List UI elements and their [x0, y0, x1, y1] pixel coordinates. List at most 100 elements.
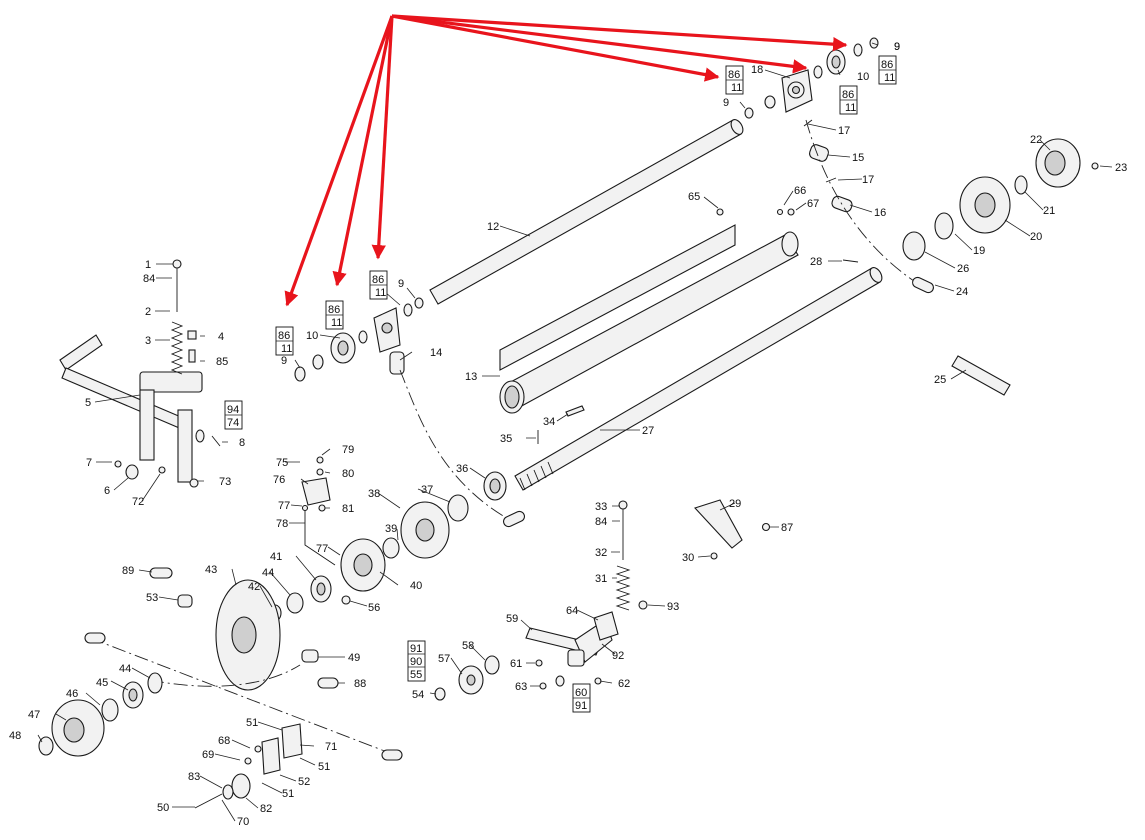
pin-17-b [825, 177, 837, 183]
red-arrow-to-bracket-18 [391, 14, 808, 74]
red-arrow-to-left-bearing [332, 15, 394, 287]
label-34: 34 [543, 416, 555, 428]
label-45: 45 [96, 677, 108, 689]
spring-3 [170, 321, 184, 375]
label-52: 52 [298, 776, 310, 788]
label-28: 28 [810, 256, 822, 268]
label-41: 41 [270, 551, 282, 563]
bracket-64 [593, 611, 619, 641]
chain-lower-loop [89, 637, 396, 756]
label-12: 12 [487, 221, 499, 233]
nut-93 [638, 600, 648, 610]
lever-5 [59, 334, 203, 483]
washer-86-left [312, 354, 324, 370]
chain-link-lower [503, 510, 525, 528]
label-35: 35 [500, 433, 512, 445]
label-48: 48 [9, 730, 21, 742]
label-11-right: 11 [884, 72, 895, 84]
label-63: 63 [515, 681, 527, 693]
key-28 [842, 259, 859, 263]
ring-44-upper [286, 592, 304, 614]
tube-13 [499, 224, 799, 414]
label-94: 94 [227, 404, 239, 416]
leader-lines [37, 42, 1113, 822]
label-15: 15 [852, 152, 864, 164]
bolt-61 [535, 659, 543, 667]
red-arrow-to-bracket-14 [371, 15, 394, 260]
bolt-69 [244, 757, 252, 765]
label-42: 42 [248, 581, 260, 593]
label-70: 70 [237, 816, 249, 828]
label-30: 30 [682, 552, 694, 564]
label-51-a: 51 [246, 717, 258, 729]
red-arrow-to-left-washer [284, 15, 394, 307]
ring-48 [38, 736, 54, 756]
label-21: 21 [1043, 205, 1055, 217]
label-20: 20 [1030, 231, 1042, 243]
label-23: 23 [1115, 162, 1127, 174]
bolts-65-67 [716, 208, 795, 216]
sprocket-57 [458, 665, 484, 695]
label-9-r2: 9 [894, 41, 900, 53]
label-86-mid: 86 [728, 69, 740, 81]
label-46: 46 [66, 688, 78, 700]
label-5: 5 [85, 397, 91, 409]
label-86-left: 86 [278, 330, 290, 342]
washer-72 [158, 466, 166, 474]
label-13: 13 [465, 371, 477, 383]
label-9-mid: 9 [723, 97, 729, 109]
label-44-lower: 44 [119, 663, 131, 675]
sprocket-38 [400, 501, 450, 559]
label-10-right: 10 [857, 71, 869, 83]
washer-83 [222, 784, 234, 800]
bracket-18 [781, 69, 813, 113]
label-92: 92 [612, 650, 624, 662]
nut-1 [172, 259, 182, 269]
bracket-29 [694, 499, 743, 549]
washer-9-left [294, 366, 306, 382]
label-51-c: 51 [282, 788, 294, 800]
label-91-b: 91 [575, 700, 587, 712]
label-9-right: 9 [894, 41, 900, 53]
washer-right-a [813, 65, 823, 79]
label-49: 49 [348, 652, 360, 664]
bearing-26 [902, 231, 926, 261]
label-43: 43 [205, 564, 217, 576]
bolt-30 [710, 552, 718, 560]
label-26: 26 [957, 263, 969, 275]
label-9-left: 9 [281, 355, 287, 367]
shaft-12 [429, 119, 744, 305]
hub-40 [340, 538, 386, 592]
label-2: 2 [145, 306, 151, 318]
rod-78 [304, 505, 336, 566]
bolt-50 [194, 793, 223, 809]
label-59: 59 [506, 613, 518, 625]
label-11-mid: 11 [731, 82, 742, 94]
washer-6 [125, 464, 139, 480]
washer-60 [555, 675, 565, 687]
nut-56 [341, 595, 351, 605]
washer-74 [195, 429, 205, 443]
bearing-10-right [826, 49, 846, 75]
label-8: 8 [239, 437, 245, 449]
label-37: 37 [421, 484, 433, 496]
nut-77 [301, 504, 309, 512]
bearing-10-left [330, 332, 356, 364]
pin-85 [188, 349, 196, 363]
label-72: 72 [132, 496, 144, 508]
bolt-68 [254, 745, 262, 753]
nut-73 [189, 478, 199, 488]
bolt-87 [761, 522, 771, 532]
chain-link-15 [809, 144, 829, 162]
label-11-r3: 11 [845, 102, 856, 114]
label-62: 62 [618, 678, 630, 690]
label-64: 64 [566, 605, 578, 617]
label-86-upper: 86 [372, 274, 384, 286]
label-7: 7 [86, 457, 92, 469]
label-36: 36 [456, 463, 468, 475]
flange-bearing-22 [1035, 138, 1099, 188]
washer-86-upper [403, 303, 413, 317]
label-56: 56 [368, 602, 380, 614]
label-61: 61 [510, 658, 522, 670]
bolt-63 [539, 682, 547, 690]
